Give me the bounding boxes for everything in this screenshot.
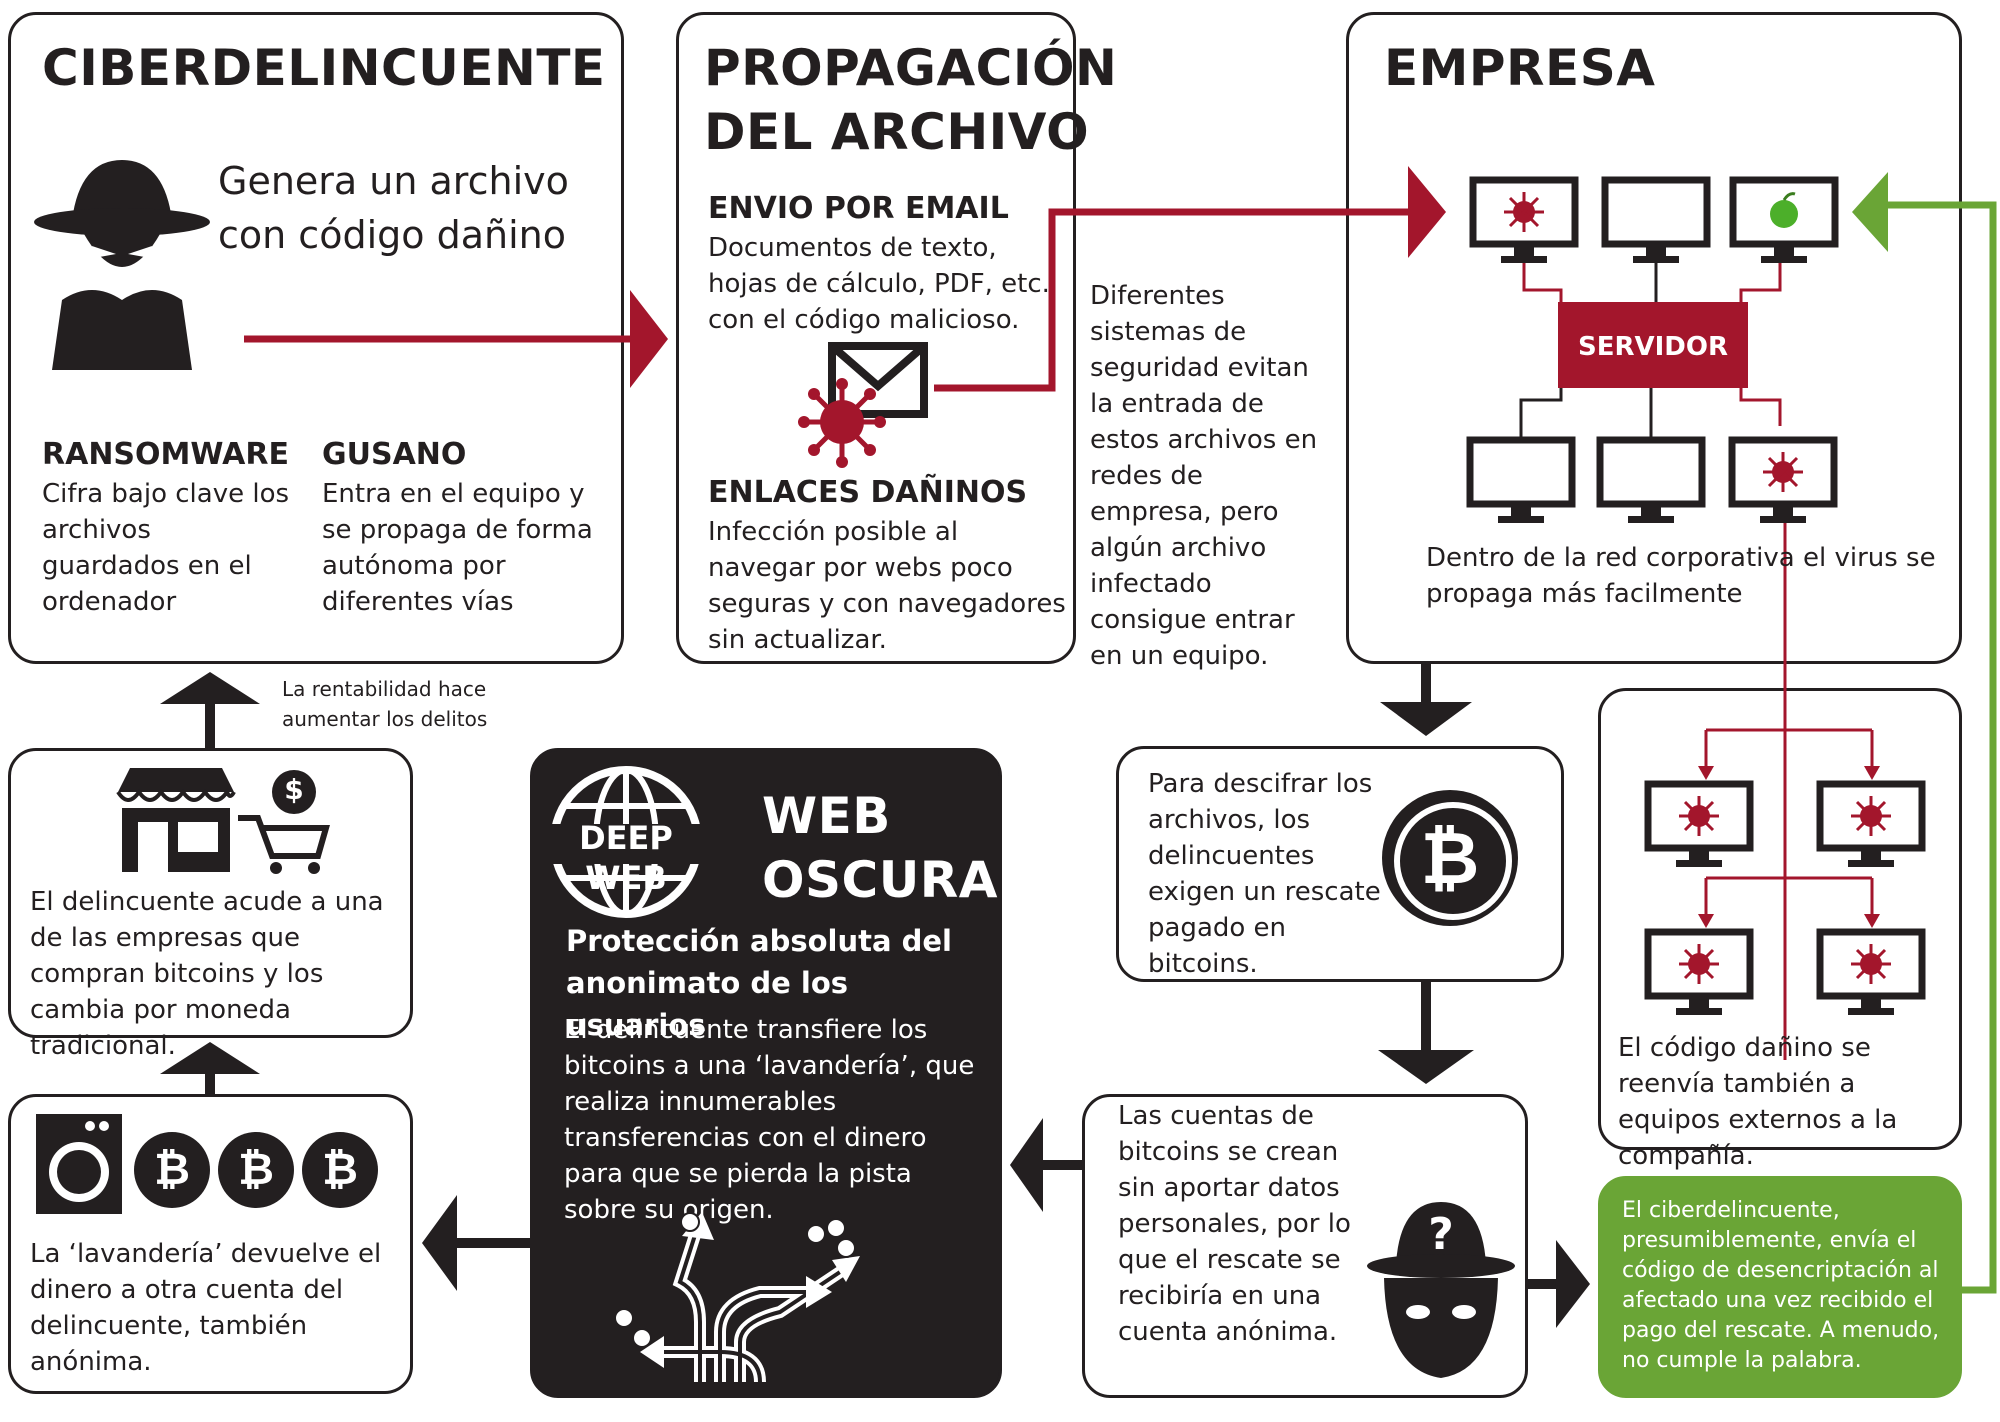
arrow-green-return [1888,201,1997,1294]
monitor-infected-2 [1728,436,1838,523]
anonymous-hacker-icon [1367,1202,1515,1378]
bitcoin-coin-3-symbol: ₿ [322,1144,358,1195]
propagacion-title-line1: PROPAGACIÓN [704,39,1118,97]
shop-cart-icon [116,768,330,874]
monitor-external-2 [1816,780,1926,867]
monitor-clean-3 [1596,436,1706,523]
seguridad-text: Diferentes sistemas de seguridad evitan … [1090,281,1318,671]
bitcoin-large-inner [1394,802,1512,920]
deepweb-title-line2: OSCURA [762,851,999,909]
externos-text: El código dañino se reenvía también a eq… [1618,1033,1898,1171]
bitcoin-large-symbol: ₿ [1420,816,1480,900]
empresa-title: EMPRESA [1384,39,1656,97]
green-text: El ciberdelincuente, presumiblemente, en… [1622,1198,1940,1373]
gusano-title: GUSANO [322,437,467,472]
server-label: SERVIDOR [1577,332,1728,362]
washing-machine-icon [36,1114,122,1214]
empresa-text: Dentro de la red corporativa el virus se… [1426,543,1936,609]
deepweb-logo-line1: DEEP [579,819,673,857]
bitcoin-coin-2-symbol: ₿ [238,1144,274,1195]
email-title: ENVIO POR EMAIL [708,191,1009,226]
propagacion-title-line2: DEL ARCHIVO [704,103,1090,161]
arrow-up-rentabilidad [160,672,260,704]
deepweb-title-line1: WEB [762,787,891,845]
monitor-external-3 [1644,928,1754,1015]
apple-icon [1770,200,1798,228]
globe-icon [548,766,704,918]
monitor-external-1 [1644,780,1754,867]
arrowhead-ciber-propagacion [630,290,668,388]
arrow-left-deepweb [1010,1118,1043,1212]
tienda-text: El delincuente acude a una de las empres… [30,887,384,1061]
deepweb-logo-line2: WEB [585,859,667,897]
question-mark: ? [1428,1209,1454,1260]
box-propagacion [676,12,1076,664]
server-box [1558,302,1748,388]
bitcoin-coin-3 [302,1132,378,1208]
links-text: Infección posible al navegar por webs po… [708,517,1066,655]
monitor-clean-2 [1466,436,1576,523]
ransomware-title: RANSOMWARE [42,437,289,472]
monitor-external-4 [1816,928,1926,1015]
monitor-apple [1729,176,1839,263]
ciberdelincuente-title: CIBERDELINCUENTE [42,39,606,97]
gusano-text: Entra en el equipo y se propaga de forma… [322,479,593,617]
deepweb-logo-text: DEEP WEB [548,818,704,898]
arrow-down-empresa [1380,702,1472,736]
email-text: Documentos de texto, hojas de cálculo, P… [708,233,1050,335]
bitcoin-coin-2 [218,1132,294,1208]
arrowhead-green-return [1852,172,1888,252]
bitcoin-coin-1 [134,1132,210,1208]
arrow-email-empresa [934,208,1408,392]
rentabilidad-text: La rentabilidad hace aumentar los delito… [282,677,488,731]
arrow-left-lavanderia [422,1195,457,1291]
arrowhead-email-empresa [1408,166,1446,258]
deepweb-text: El delincuente transfiere los bitcoins a… [564,1015,975,1225]
net-line-1 [1522,262,1563,325]
bitcoin-coin-1-symbol: ₿ [154,1144,190,1195]
hacker-icon [34,160,210,370]
dollar-icon: $ [284,773,304,806]
net-line-3 [1739,385,1782,426]
arrow-up-tienda [160,1042,260,1074]
rescate-text: Para descifrar los archivos, los delincu… [1148,769,1381,979]
lavanderia-text: La ‘lavandería’ devuelve el dinero a otr… [30,1239,382,1377]
ciberdelincuente-subtitle: Genera un archivo con código dañino [218,159,569,257]
deepweb-subtitle: Protección absoluta del anonimato de los… [566,924,952,1042]
monitor-infected-1 [1469,176,1579,263]
transfer-arrows-icon [614,1212,860,1382]
infected-email-icon [798,342,928,468]
ransomware-text: Cifra bajo clave los archivos guardados … [42,479,290,617]
net-line-5 [1519,385,1563,442]
arrow-down-rescate [1378,1050,1474,1084]
monitor-clean-1 [1601,176,1711,263]
links-title: ENLACES DAÑINOS [708,475,1028,510]
cuentas-text: Las cuentas de bitcoins se crean sin apo… [1118,1101,1351,1347]
box-externos [1598,688,1962,1150]
box-green-desencriptacion [1598,1176,1962,1398]
arrow-right-green [1556,1240,1590,1328]
